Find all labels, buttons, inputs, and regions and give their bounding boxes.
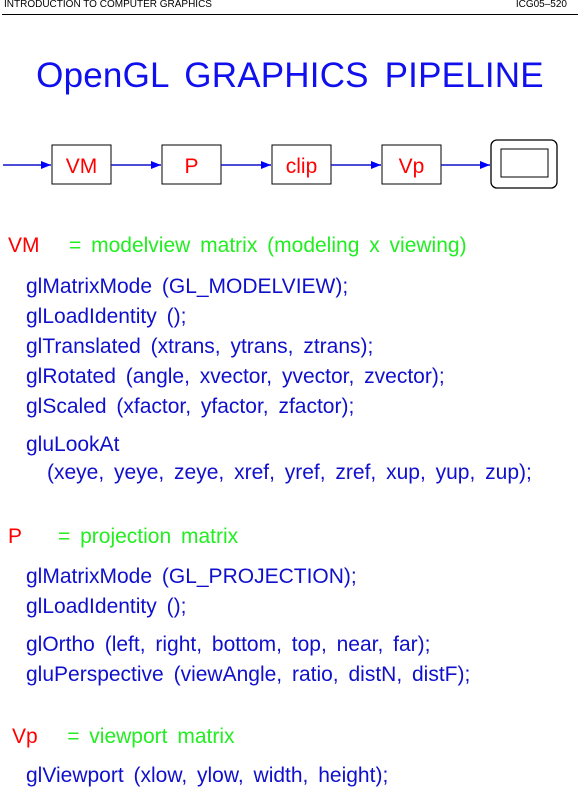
code-line: glLoadIdentity (); <box>26 595 187 618</box>
code-line: glScaled (xfactor, yfactor, zfactor); <box>26 395 355 418</box>
p-definition-line: P = projection matrix <box>8 525 238 549</box>
display-screen-icon <box>490 139 558 189</box>
page-title: OpenGL GRAPHICS PIPELINE <box>36 56 544 95</box>
p-symbol: P <box>8 525 23 548</box>
pipeline-diagram: VM P clip Vp <box>3 139 558 189</box>
vm-definition-line: VM = modelview matrix (modeling x viewin… <box>8 234 467 258</box>
stage-clip-label: clip <box>286 155 318 178</box>
vm-symbol: VM <box>8 234 40 257</box>
p-definition: = projection matrix <box>58 525 239 548</box>
stage-p-label: P <box>184 155 198 178</box>
code-line: gluLookAt <box>26 433 120 456</box>
code-line-continuation: (xeye, yeye, zeye, xref, yref, zref, xup… <box>47 461 532 484</box>
vp-symbol: Vp <box>12 725 38 748</box>
code-line: glOrtho (left, right, bottom, top, near,… <box>26 633 431 656</box>
stage-vp-label: Vp <box>399 155 425 178</box>
code-line: glViewport (xlow, ylow, width, height); <box>26 764 389 787</box>
header-course-title: INTRODUCTION TO COMPUTER GRAPHICS <box>4 0 212 10</box>
vm-definition: = modelview matrix (modeling x viewing) <box>69 234 467 257</box>
vp-definition-line: Vp = viewport matrix <box>12 725 235 749</box>
code-line: gluPerspective (viewAngle, ratio, distN,… <box>26 663 471 686</box>
code-line: glTranslated (xtrans, ytrans, ztrans); <box>26 335 374 358</box>
code-line: glMatrixMode (GL_PROJECTION); <box>26 565 357 588</box>
header-rule <box>2 14 578 15</box>
code-line: glRotated (angle, xvector, yvector, zvec… <box>26 365 445 388</box>
stage-vm-label: VM <box>66 155 98 178</box>
code-line: glMatrixMode (GL_MODELVIEW); <box>26 275 349 298</box>
vp-definition: = viewport matrix <box>67 725 235 748</box>
header-page-number: ICG05–520 <box>515 0 567 10</box>
code-line: glLoadIdentity (); <box>26 305 187 328</box>
